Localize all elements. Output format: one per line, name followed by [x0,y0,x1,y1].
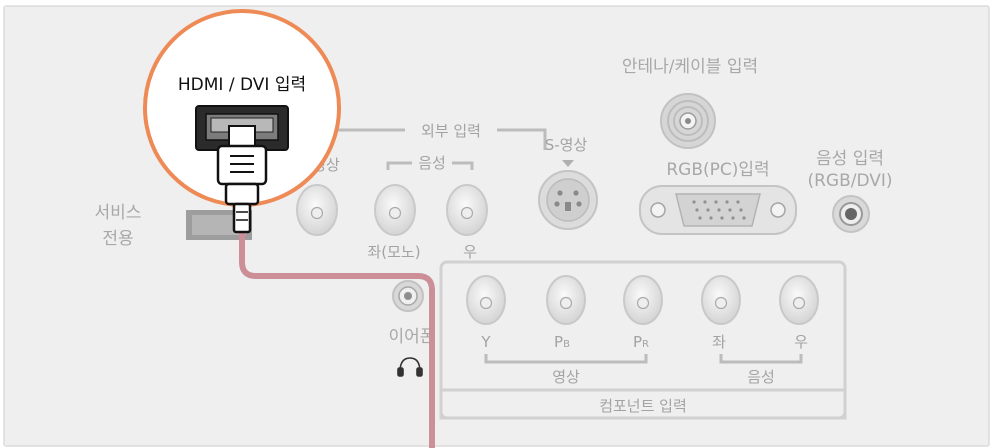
headphone-icon [397,357,423,377]
s-video-arrow-icon [562,160,574,167]
component-video-label: 영상 [552,368,580,386]
jack-video [296,184,338,236]
jack-component-right [779,275,819,325]
audio-input-label-line2: (RGB/DVI) [807,171,892,191]
jack-component-y [466,275,506,325]
component-y-label: Y [480,333,491,351]
component-input-bottom-bar [439,388,847,420]
audio-input-label-line1: 음성 입력 [816,149,884,169]
component-video-bracket [484,354,648,364]
component-pb-label: PB [554,333,570,351]
service-label-line2: 전용 [102,229,133,249]
hdmi-dvi-label: HDMI / DVI 입력 [178,75,306,95]
hdmi-plug-icon [195,105,289,234]
component-pr-label: PR [633,333,649,351]
component-right-label: 우 [794,333,808,351]
rgb-pc-port [639,185,797,235]
s-video-port [538,170,598,230]
service-label-line1: 서비스 [95,203,142,223]
rgb-pc-label: RGB(PC)입력 [666,160,769,180]
antenna-port [660,93,716,149]
component-left-label: 좌 [712,333,726,351]
earphone-label: 이어폰 [389,327,436,347]
component-audio-label: 음성 [747,368,775,386]
earphone-port [392,280,424,312]
audio-label: 음성 [418,154,446,172]
hdmi-cable [239,232,435,448]
component-audio-bracket [719,354,803,364]
external-input-label: 외부 입력 [421,122,481,140]
jack-audio-left [374,184,416,236]
right-label: 우 [463,243,477,261]
s-video-label: S-영상 [545,136,588,154]
jack-component-pr [623,275,663,325]
jack-component-pb [546,275,586,325]
jack-audio-right [446,184,488,236]
audio-input-port [832,195,870,233]
component-input-label: 컴포넌트 입력 [599,397,687,415]
jack-component-left [701,275,741,325]
left-mono-label: 좌(모노) [367,243,420,261]
antenna-label: 안테나/케이블 입력 [622,57,758,77]
